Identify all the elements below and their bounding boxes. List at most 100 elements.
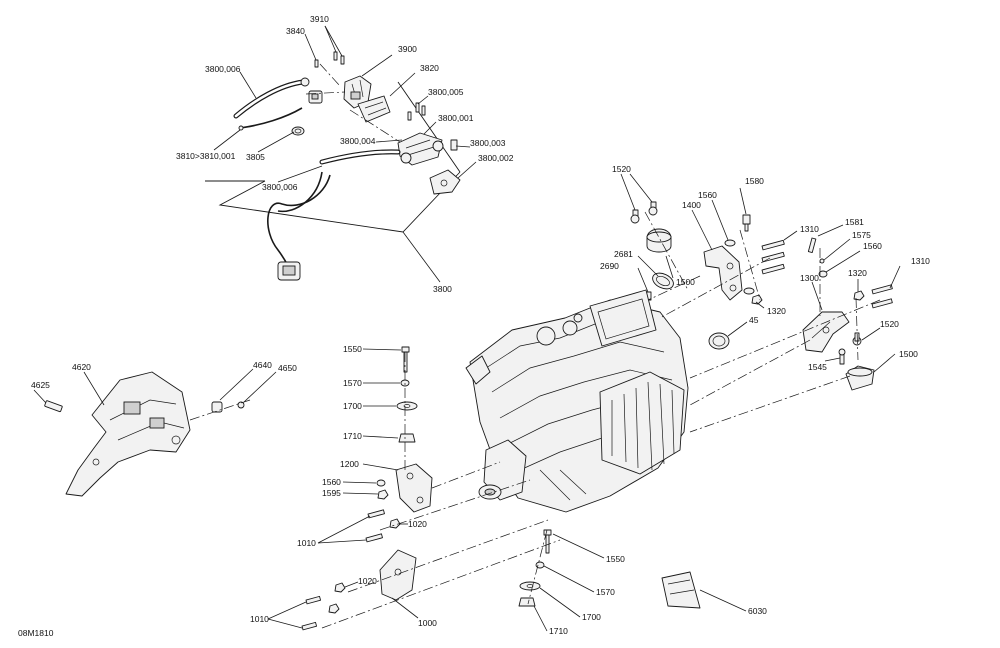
shield-6030	[661, 571, 701, 609]
label-1550-upper: 1550	[343, 344, 362, 354]
label-3900: 3900	[398, 44, 417, 54]
nuts-1020-lower	[328, 582, 346, 614]
assembly-centerlines	[189, 63, 881, 629]
drawing-reference: 08M1810	[18, 628, 54, 638]
label-3800: 3800	[433, 284, 452, 294]
label-1520-top: 1520	[612, 164, 631, 174]
label-2681: 2681	[614, 249, 633, 259]
hose-3800-006-upper	[233, 77, 310, 119]
bolt-1545	[838, 348, 846, 365]
clip-4640	[211, 401, 223, 413]
label-1000: 1000	[418, 618, 437, 628]
bracket-1400	[703, 245, 743, 301]
washer-1560-left	[376, 479, 386, 487]
label-1550-lower: 1550	[606, 554, 625, 564]
washer-1700-upper	[396, 401, 418, 411]
label-1010-lower: 1010	[250, 614, 269, 624]
label-1700-lower: 1700	[582, 612, 601, 622]
label-3840: 3840	[286, 26, 305, 36]
label-3800-006-lower: 3800,006	[262, 182, 298, 192]
label-1545: 1545	[808, 362, 827, 372]
label-1020-lower: 1020	[358, 576, 377, 586]
label-1560-left: 1560	[322, 477, 341, 487]
thermostat-housing-3900	[343, 75, 372, 109]
label-3910: 3910	[310, 14, 329, 24]
bolt-1581	[807, 237, 817, 254]
label-4650: 4650	[278, 363, 297, 373]
label-3805: 3805	[246, 152, 265, 162]
label-3800-002: 3800,002	[478, 153, 514, 163]
label-1570-lower: 1570	[596, 587, 615, 597]
washer-1560-right	[818, 270, 828, 278]
label-1310-right: 1310	[911, 256, 930, 266]
rubber-mount-1500-lower	[845, 365, 875, 391]
label-1575: 1575	[852, 230, 871, 240]
washers-1560	[724, 239, 755, 295]
label-3800-004: 3800,004	[340, 136, 376, 146]
bushing-1710-lower	[518, 597, 536, 607]
fastener-4650	[237, 401, 245, 409]
bracket-1000	[379, 549, 417, 601]
label-1595: 1595	[322, 488, 341, 498]
label-45: 45	[749, 315, 759, 325]
label-3800-005: 3800,005	[428, 87, 464, 97]
rubber-mount-1500-top	[646, 228, 672, 253]
label-3810: 3810>3810,001	[176, 151, 236, 161]
label-1560-a: 1560	[698, 190, 717, 200]
washer-1700-lower	[519, 581, 541, 591]
wire-3810	[238, 107, 303, 131]
label-3800-006-upper: 3800,006	[205, 64, 241, 74]
label-1310-upper: 1310	[800, 224, 819, 234]
label-1400: 1400	[682, 200, 701, 210]
label-1020-upper: 1020	[408, 519, 427, 529]
label-1320-lower: 1320	[767, 306, 786, 316]
bolts-1520-top	[630, 201, 658, 224]
label-4620: 4620	[72, 362, 91, 372]
label-1520-lower: 1520	[880, 319, 899, 329]
bolts-1010-lower	[301, 595, 322, 631]
label-1300: 1300	[800, 273, 819, 283]
bolts-1010-upper	[365, 509, 385, 543]
label-1010-upper: 1010	[297, 538, 316, 548]
pin-4625	[44, 400, 63, 413]
label-2690: 2690	[600, 261, 619, 271]
label-1570-upper: 1570	[343, 378, 362, 388]
washer-1575	[819, 258, 825, 264]
engine-assembly	[465, 289, 689, 513]
label-1580: 1580	[745, 176, 764, 186]
label-3800-001: 3800,001	[438, 113, 474, 123]
fitting-3800-003	[450, 139, 458, 151]
bolts-1310-right	[871, 284, 893, 309]
label-3800-003: 3800,003	[470, 138, 506, 148]
label-6030: 6030	[748, 606, 767, 616]
nut-1320-lower	[751, 294, 763, 305]
label-1581: 1581	[845, 217, 864, 227]
bolt-1550-upper	[401, 346, 410, 373]
bushing-1710-upper	[398, 433, 416, 443]
label-4640: 4640	[253, 360, 272, 370]
label-1200: 1200	[340, 459, 359, 469]
callout-labels: 3910 3840 3900 3820 3800,006 3800,005 38…	[18, 14, 930, 638]
screws-3910	[314, 51, 345, 68]
hose-3800-006-lower	[319, 149, 401, 165]
label-1560-b: 1560	[863, 241, 882, 251]
bracket-1300	[802, 311, 850, 353]
bolt-1550-lower	[543, 529, 552, 554]
label-1710-lower: 1710	[549, 626, 568, 636]
kit-3800-frame	[205, 81, 461, 233]
oil-cooler-3800-001	[397, 132, 444, 166]
harness-3800-006	[267, 171, 331, 281]
nut-1595	[377, 489, 389, 500]
label-1500-lower: 1500	[899, 349, 918, 359]
label-1700-upper: 1700	[343, 401, 362, 411]
label-1500-top: 1500	[676, 277, 695, 287]
bolts-1310-upper	[761, 239, 785, 275]
label-1710-upper: 1710	[343, 431, 362, 441]
bracket-3800-002	[429, 169, 461, 195]
bracket-1200	[395, 463, 433, 513]
label-1320-right: 1320	[848, 268, 867, 278]
bracket-4620	[65, 371, 191, 497]
oring-45	[708, 332, 730, 350]
